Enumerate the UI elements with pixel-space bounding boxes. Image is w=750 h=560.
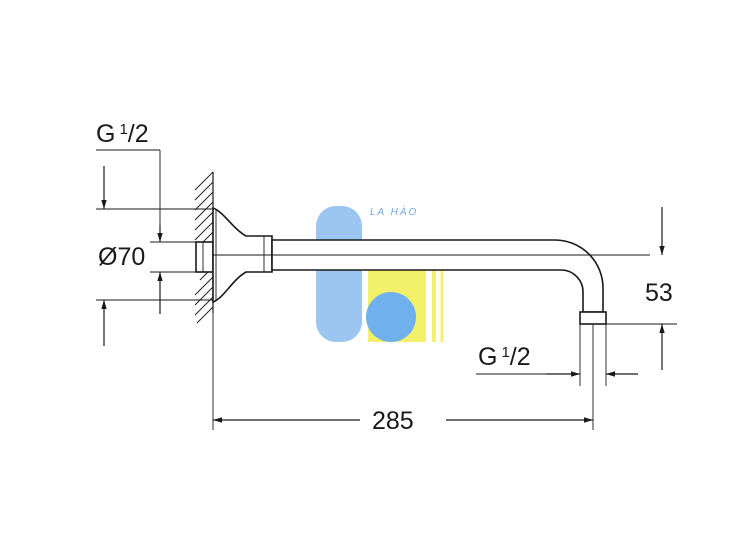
wall-thread-stub	[195, 241, 214, 273]
watermark-blue-circle	[366, 292, 416, 342]
watermark-blue-bar	[316, 206, 362, 342]
watermark-logo: LA HÀO	[316, 205, 444, 342]
height-label: 53	[645, 279, 673, 307]
watermark-text: LA HÀO	[370, 205, 418, 218]
diameter-label: Ø70	[98, 243, 145, 271]
dim-height	[606, 207, 677, 370]
length-label: 285	[372, 407, 414, 435]
shower-arm	[271, 239, 604, 313]
outlet-nut	[579, 311, 607, 325]
dim-diameter	[96, 149, 213, 346]
dim-outlet-thread	[476, 324, 638, 386]
dim-length	[212, 313, 594, 430]
